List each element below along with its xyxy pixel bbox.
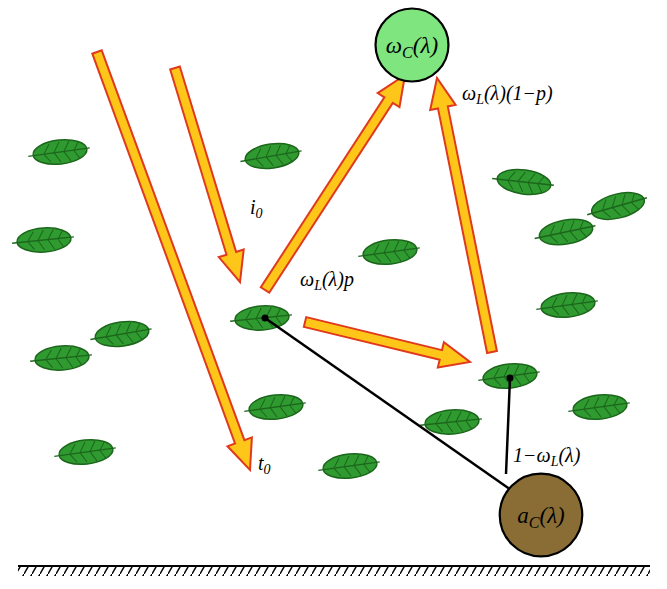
subscript: L <box>551 454 559 469</box>
canopy-albedo-circle: ωC(λ) <box>374 7 450 83</box>
scatter-leaf-label: ωL(λ)p <box>300 268 354 290</box>
scatter-up-label: ωL(λ)(1−p) <box>462 82 553 104</box>
transmission-label: t0 <box>258 452 271 474</box>
radiation-arrows <box>92 50 497 470</box>
absorption-lines <box>262 315 515 493</box>
incident-label: i0 <box>250 196 263 218</box>
subscript: L <box>314 278 322 293</box>
absorption-label: 1−ωL(λ) <box>513 444 580 466</box>
ground-line <box>18 565 650 567</box>
subscript: 0 <box>264 462 271 477</box>
canopy-absorption-circle: aC(λ) <box>498 472 584 558</box>
ground-hatch <box>18 566 650 576</box>
subscript: C <box>402 43 413 60</box>
subscript: C <box>529 513 540 530</box>
node-text: aC(λ) <box>517 504 565 527</box>
node-text: ωC(λ) <box>386 34 438 57</box>
subscript: 0 <box>256 206 263 221</box>
subscript: L <box>476 92 484 107</box>
